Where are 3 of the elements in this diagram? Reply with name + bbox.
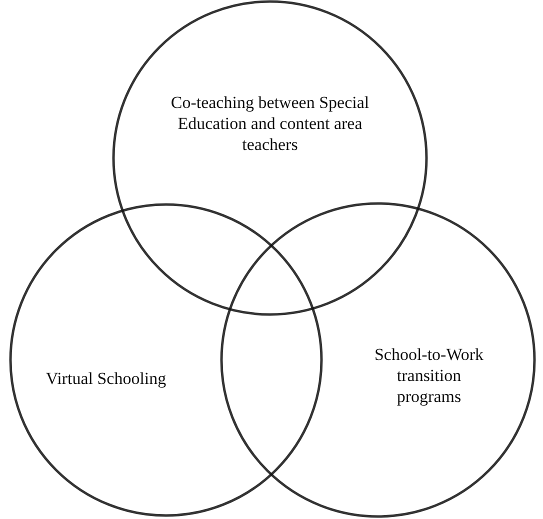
circle-label: Virtual Schooling [44,368,168,389]
circle-label: School-to-Work transition programs [373,344,485,407]
circle-label: Co-teaching between Special Education and content area teachers [170,92,370,155]
